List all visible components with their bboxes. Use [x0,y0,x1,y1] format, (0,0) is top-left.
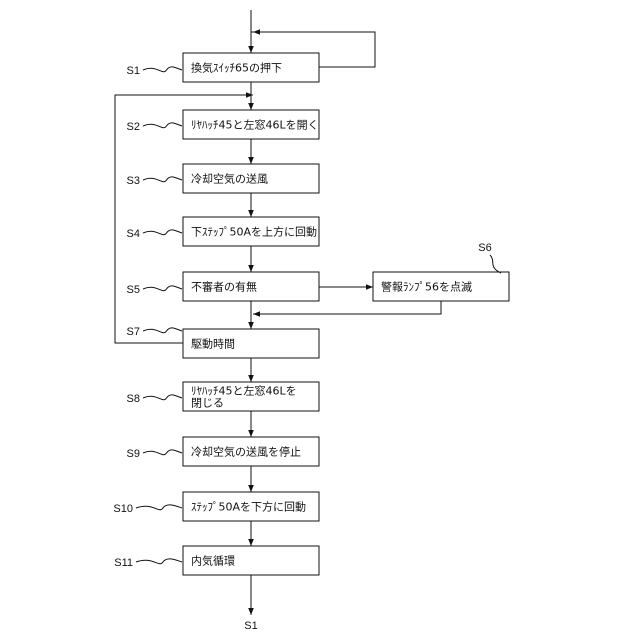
step-label-s1: S1 [127,65,182,77]
label-leader [143,123,182,128]
step-box-s1: 換気ｽｲｯﾁ65の押下 [183,53,319,82]
step-text: 不審者の有無 [191,280,257,294]
step-box-s10: ｽﾃｯﾌﾟ50Aを下方に回動 [183,492,319,521]
step-text: 閉じる [191,397,224,410]
step-label-s9: S9 [127,448,182,460]
step-box-s3: 冷却空気の送風 [183,164,319,193]
step-label-text: S6 [478,242,491,254]
label-leader [143,450,182,455]
label-leader [143,328,182,333]
step-label-text: S3 [127,175,140,187]
step-label-text: S4 [127,228,140,240]
step-text: 換気ｽｲｯﾁ65の押下 [191,61,282,75]
label-leader [136,559,182,564]
label-leader [490,255,501,273]
step-label-text: S10 [113,503,133,515]
step-box-s5: 不審者の有無 [183,272,319,301]
step-text: 内気循環 [191,554,235,568]
label-leader [143,395,182,400]
end-label: S1 [244,620,257,632]
step-text: 駆動時間 [191,337,235,351]
step-box-s7: 駆動時間 [183,329,319,358]
step-text: ｽﾃｯﾌﾟ50Aを下方に回動 [191,500,306,514]
step-box-s8: ﾘﾔﾊｯﾁ45と左窓46Lを閉じる [183,382,319,411]
step-label-s6: S6 [478,242,501,273]
step-label-s3: S3 [127,175,182,187]
step-text: ﾘﾔﾊｯﾁ45と左窓46Lを [191,384,297,398]
step-label-s7: S7 [127,326,182,338]
label-leader [136,505,182,510]
step-box-s4: 下ｽﾃｯﾌﾟ50Aを上方に回動 [183,217,319,246]
step-box-s9: 冷却空気の送風を停止 [183,437,319,466]
step-label-s2: S2 [127,121,182,133]
step-label-s11: S11 [114,557,182,569]
step-label-s8: S8 [127,393,182,405]
label-leader [143,230,182,235]
step-text: ﾘﾔﾊｯﾁ45と左窓46Lを開く [191,118,319,132]
step-text: 警報ﾗﾝﾌﾟ56を点滅 [381,280,472,294]
step-text: 冷却空気の送風 [191,172,268,186]
step-label-text: S1 [127,65,140,77]
step-label-s5: S5 [127,284,182,296]
label-leader [143,286,182,291]
step-box-s2: ﾘﾔﾊｯﾁ45と左窓46Lを開く [183,110,319,139]
step-text: 冷却空気の送風を停止 [191,445,301,459]
step-label-text: S7 [127,326,140,338]
step-label-s4: S4 [127,228,182,240]
line-s6-return [253,301,441,314]
label-leader [143,177,182,182]
step-text: 下ｽﾃｯﾌﾟ50Aを上方に回動 [191,225,317,239]
step-box-s6: 警報ﾗﾝﾌﾟ56を点滅 [373,272,509,301]
step-label-text: S2 [127,121,140,133]
connectors [115,10,441,615]
label-leader [143,67,182,72]
step-box-s11: 内気循環 [183,546,319,575]
step-label-text: S8 [127,393,140,405]
step-label-text: S5 [127,284,140,296]
step-label-text: S9 [127,448,140,460]
step-label-text: S11 [114,557,133,569]
step-label-s10: S10 [113,503,182,515]
